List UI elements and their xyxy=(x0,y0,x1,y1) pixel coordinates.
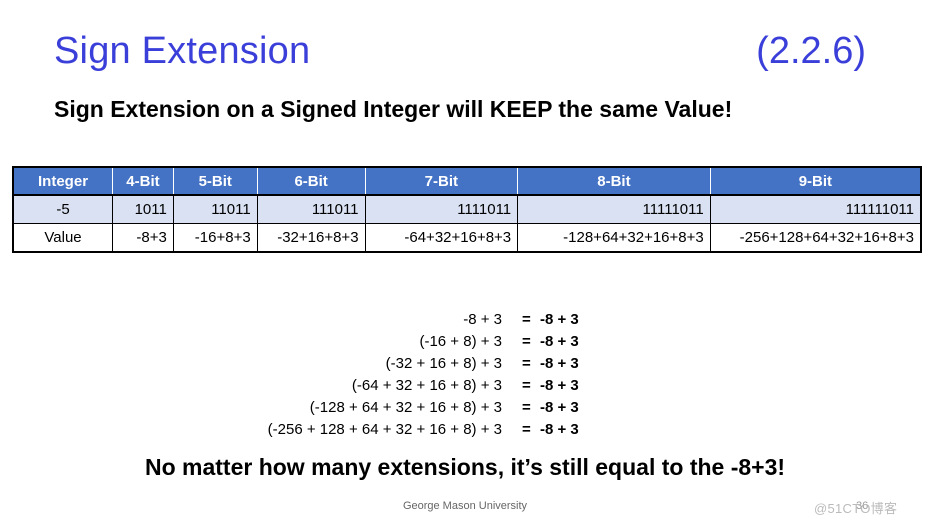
equation-list: -8 + 3 = -8 + 3 (-16 + 8) + 3 = -8 + 3 (… xyxy=(250,309,630,441)
table-cell: 111011 xyxy=(257,195,366,224)
sign-extension-table: Integer 4-Bit 5-Bit 6-Bit 7-Bit 8-Bit 9-… xyxy=(12,166,922,253)
equation-lhs: (-64 + 32 + 16 + 8) + 3 xyxy=(351,377,502,394)
table-row: -5 1011 11011 111011 1111011 11111011 11… xyxy=(13,195,921,224)
equals-sign: = xyxy=(522,399,531,416)
equals-sign: = xyxy=(522,421,531,438)
table-cell: -256+128+64+32+16+8+3 xyxy=(710,223,921,253)
equation-lhs: (-128 + 64 + 32 + 16 + 8) + 3 xyxy=(309,399,502,416)
watermark-text: @51CTO博客 xyxy=(814,501,898,516)
equation-rhs: -8 + 3 xyxy=(540,355,579,372)
equation-lhs: (-16 + 8) + 3 xyxy=(419,333,502,350)
table-row: Value -8+3 -16+8+3 -32+16+8+3 -64+32+16+… xyxy=(13,223,921,253)
table-cell: -5 xyxy=(13,195,114,224)
equals-sign: = xyxy=(522,377,531,394)
equation-row: (-64 + 32 + 16 + 8) + 3 = -8 + 3 xyxy=(250,375,630,397)
table-cell: -128+64+32+16+8+3 xyxy=(517,223,711,253)
header-9-bit: 9-Bit xyxy=(710,167,921,196)
slide-title: Sign Extension xyxy=(54,30,311,72)
table-cell: 1011 xyxy=(112,195,174,224)
equation-lhs: (-256 + 128 + 64 + 32 + 16 + 8) + 3 xyxy=(267,421,502,438)
equation-rhs: -8 + 3 xyxy=(540,333,579,350)
table-cell: Value xyxy=(13,223,114,253)
table-cell: -64+32+16+8+3 xyxy=(365,223,519,253)
footer-university: George Mason University xyxy=(402,500,528,512)
equals-sign: = xyxy=(522,311,531,328)
table-cell: -32+16+8+3 xyxy=(257,223,366,253)
header-7-bit: 7-Bit xyxy=(365,167,519,196)
equation-rhs: -8 + 3 xyxy=(540,311,579,328)
table-cell: 111111011 xyxy=(710,195,921,224)
equals-sign: = xyxy=(522,355,531,372)
table-header-row: Integer 4-Bit 5-Bit 6-Bit 7-Bit 8-Bit 9-… xyxy=(13,167,921,196)
equation-rhs: -8 + 3 xyxy=(540,377,579,394)
conclusion-text: No matter how many extensions, it’s stil… xyxy=(144,454,786,480)
section-number: (2.2.6) xyxy=(756,30,866,72)
equation-row: -8 + 3 = -8 + 3 xyxy=(250,309,630,331)
header-6-bit: 6-Bit xyxy=(257,167,366,196)
header-integer: Integer xyxy=(13,167,114,196)
page-number: 36 xyxy=(856,500,869,512)
header-4-bit: 4-Bit xyxy=(112,167,174,196)
equals-sign: = xyxy=(522,333,531,350)
equation-lhs: -8 + 3 xyxy=(463,311,502,328)
slide-subtitle: Sign Extension on a Signed Integer will … xyxy=(54,96,733,122)
equation-row: (-32 + 16 + 8) + 3 = -8 + 3 xyxy=(250,353,630,375)
table-cell: 1111011 xyxy=(365,195,519,224)
equation-rhs: -8 + 3 xyxy=(540,399,579,416)
header-5-bit: 5-Bit xyxy=(173,167,258,196)
equation-rhs: -8 + 3 xyxy=(540,421,579,438)
equation-lhs: (-32 + 16 + 8) + 3 xyxy=(385,355,502,372)
header-8-bit: 8-Bit xyxy=(517,167,711,196)
equation-row: (-128 + 64 + 32 + 16 + 8) + 3 = -8 + 3 xyxy=(250,397,630,419)
table-cell: 11111011 xyxy=(517,195,711,224)
table-cell: -8+3 xyxy=(112,223,174,253)
table-cell: -16+8+3 xyxy=(173,223,258,253)
equation-row: (-256 + 128 + 64 + 32 + 16 + 8) + 3 = -8… xyxy=(250,419,630,441)
equation-row: (-16 + 8) + 3 = -8 + 3 xyxy=(250,331,630,353)
table-cell: 11011 xyxy=(173,195,258,224)
